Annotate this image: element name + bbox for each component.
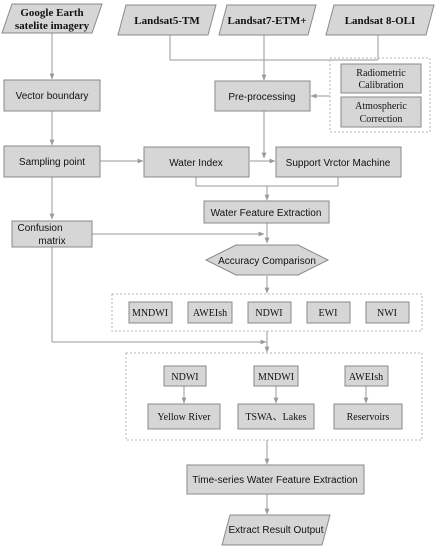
yellow-river-label: Yellow River (157, 412, 211, 423)
confusion-matrix-line2: matrix (38, 236, 65, 247)
calibration-group (329, 57, 431, 133)
extract-result-node: Extract Result Output (221, 514, 331, 546)
ndwi-label: NDWI (171, 372, 198, 383)
preprocessing-node: Pre-processing (214, 80, 311, 112)
index-ewi-label: EWI (319, 308, 338, 319)
reservoirs-label: Reservoirs (347, 412, 390, 423)
water-feature-extraction-label: Water Feature Extraction (211, 208, 322, 219)
time-series-node: Time-series Water Feature Extraction (186, 464, 365, 495)
preprocessing-label: Pre-processing (228, 92, 295, 103)
mndwi-label: MNDWI (258, 372, 294, 383)
indices-group (111, 293, 423, 332)
radiometric-line2: Calibration (359, 80, 404, 91)
confusion-matrix-line1: Confusion (17, 223, 62, 234)
accuracy-comparison-node: Accuracy Comparison (204, 244, 330, 276)
index-ndwi-node: NDWI (247, 301, 292, 324)
extract-result-label: Extract Result Output (228, 525, 323, 536)
svm-label: Support Vrctor Machine (286, 158, 391, 169)
radiometric-line1: Radiometric (356, 68, 406, 79)
index-ewi-node: EWI (306, 301, 351, 324)
time-series-label: Time-series Water Feature Extraction (192, 475, 357, 486)
index-aweish-node: AWEIsh (187, 301, 233, 324)
sampling-point-label: Sampling point (19, 157, 85, 168)
water-index-node: Water Index (143, 146, 250, 178)
landsat8-label: Landsat 8-OLI (345, 15, 416, 27)
landsat5-label: Landsat5-TM (134, 15, 200, 27)
sampling-point-node: Sampling point (3, 145, 101, 178)
svm-node: Support Vrctor Machine (275, 146, 402, 178)
accuracy-comparison-label: Accuracy Comparison (218, 256, 316, 267)
index-mndwi-label: MNDWI (132, 308, 168, 319)
water-feature-extraction-node: Water Feature Extraction (203, 200, 330, 224)
aweish-node: AWEIsh (344, 365, 389, 387)
aweish-label: AWEIsh (349, 372, 383, 383)
index-mndwi-node: MNDWI (128, 301, 173, 324)
ndwi-node: NDWI (163, 365, 207, 387)
reservoirs-node: Reservoirs (333, 403, 403, 430)
google-earth-node: Google Earth satelite imagery (1, 3, 103, 34)
tswa-lakes-node: TSWA、Lakes (237, 403, 315, 430)
mndwi-node: MNDWI (253, 365, 299, 387)
confusion-matrix-node: Confusion matrix (11, 220, 93, 248)
index-ndwi-label: NDWI (255, 308, 282, 319)
atmospheric-line2: Correction (360, 114, 403, 125)
vector-boundary-label: Vector boundary (16, 91, 89, 102)
google-earth-line2: satelite imagery (15, 20, 90, 32)
index-nwi-label: NWI (377, 308, 397, 319)
google-earth-line1: Google Earth (20, 7, 83, 19)
yellow-river-node: Yellow River (147, 403, 221, 430)
classification-group (125, 352, 423, 441)
atmospheric-line1: Atmospheric (355, 101, 407, 112)
landsat7-label: Landsat7-ETM+ (227, 15, 306, 27)
landsat5-node: Landsat5-TM (117, 4, 217, 36)
vector-boundary-node: Vector boundary (3, 79, 101, 112)
atmospheric-node: Atmospheric Correction (340, 96, 422, 128)
radiometric-node: Radiometric Calibration (340, 63, 422, 94)
water-index-label: Water Index (169, 158, 223, 169)
connectors (49, 33, 379, 515)
index-aweish-label: AWEIsh (193, 308, 227, 319)
index-nwi-node: NWI (365, 301, 410, 324)
tswa-lakes-label: TSWA、Lakes (245, 412, 306, 423)
landsat7-node: Landsat7-ETM+ (218, 4, 317, 36)
landsat8-node: Landsat 8-OLI (325, 4, 435, 36)
